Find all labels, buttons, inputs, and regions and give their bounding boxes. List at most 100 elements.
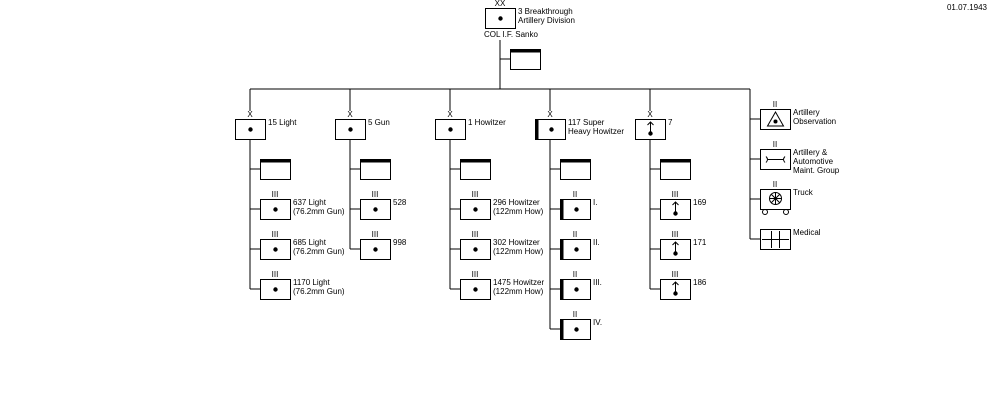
heavy-bar-icon <box>560 239 564 260</box>
unit-symbol <box>260 239 291 260</box>
artillery-dot-icon <box>574 287 579 292</box>
unit-symbol <box>335 119 366 140</box>
hq-box-bar <box>660 159 691 163</box>
hq-box-bar <box>360 159 391 163</box>
brigade-name: 117 Super <box>568 118 605 127</box>
support-unit-label: Truck <box>793 188 813 197</box>
hq-box-bar <box>260 159 291 163</box>
division-name: Artillery Division <box>518 16 575 25</box>
unit-size-marker: XX <box>494 0 506 8</box>
regiment-label: 685 Light <box>293 238 326 247</box>
unit-symbol <box>660 239 691 260</box>
rocket-arrow-icon <box>672 201 679 206</box>
artillery-dot-icon <box>373 247 378 252</box>
support-unit-label: Observation <box>793 117 837 126</box>
regiment-label: 171 <box>693 238 707 247</box>
heavy-bar-icon <box>560 199 564 220</box>
unit-size-marker: II <box>772 180 778 189</box>
regiment-label: 637 Light <box>293 198 326 207</box>
regiment-label: 302 Howitzer <box>493 238 540 247</box>
regiment-label: 296 Howitzer <box>493 198 540 207</box>
heavy-bar-icon <box>535 119 539 140</box>
unit-size-marker: X <box>647 110 653 119</box>
unit-symbol <box>360 199 391 220</box>
unit-size-marker: III <box>671 270 679 279</box>
unit-symbol <box>760 149 791 170</box>
unit-size-marker: III <box>271 270 279 279</box>
heavy-bar-icon <box>560 319 564 340</box>
unit-size-marker: X <box>247 110 253 119</box>
artillery-dot-icon <box>473 247 478 252</box>
unit-symbol <box>460 239 491 260</box>
support-unit-label: Artillery & <box>793 148 828 157</box>
unit-symbol <box>560 199 591 220</box>
unit-symbol <box>760 109 791 130</box>
unit-size-marker: II <box>572 190 578 199</box>
regiment-label: II. <box>593 238 600 247</box>
artillery-dot-icon <box>273 247 278 252</box>
regiment-label: III. <box>593 278 602 287</box>
observation-triangle-icon <box>766 110 785 127</box>
regiment-label: 998 <box>393 238 407 247</box>
regiment-label: (122mm How) <box>493 247 544 256</box>
regiment-label: 528 <box>393 198 407 207</box>
support-unit-label: Maint. Group <box>793 166 840 175</box>
unit-size-marker: II <box>572 310 578 319</box>
artillery-dot-icon <box>574 207 579 212</box>
regiment-label: IV. <box>593 318 603 327</box>
artillery-dot-icon <box>248 127 253 132</box>
artillery-dot-icon <box>273 207 278 212</box>
regiment-label: I. <box>593 198 598 207</box>
unit-size-marker: II <box>772 140 778 149</box>
division-name: 3 Breakthrough <box>518 7 573 16</box>
hq-box-bar <box>560 159 591 163</box>
artillery-dot-icon <box>273 287 278 292</box>
unit-size-marker: III <box>471 190 479 199</box>
regiment-label: 1170 Light <box>293 278 330 287</box>
unit-size-marker: III <box>271 230 279 239</box>
regiment-label: (122mm How) <box>493 287 544 296</box>
unit-size-marker: III <box>271 190 279 199</box>
artillery-dot-icon <box>773 119 778 124</box>
artillery-dot-icon <box>448 127 453 132</box>
unit-symbol <box>260 279 291 300</box>
artillery-dot-icon <box>473 207 478 212</box>
unit-size-marker: II <box>572 270 578 279</box>
unit-symbol <box>260 199 291 220</box>
unit-symbol <box>435 119 466 140</box>
artillery-dot-icon <box>373 207 378 212</box>
rocket-arrow-icon <box>647 121 654 126</box>
unit-symbol <box>560 319 591 340</box>
unit-symbol <box>760 189 791 215</box>
regiment-label: (76.2mm Gun) <box>293 287 345 296</box>
unit-symbol <box>660 199 691 220</box>
brigade-name: 15 Light <box>268 118 297 127</box>
artillery-dot-icon <box>549 127 554 132</box>
unit-symbol <box>360 239 391 260</box>
unit-symbol <box>535 119 566 140</box>
division-commander: COL I.F. Sanko <box>484 30 538 39</box>
regiment-label: (76.2mm Gun) <box>293 247 345 256</box>
brigade-name: 7 <box>668 118 673 127</box>
brigade-name: Heavy Howitzer <box>568 127 625 136</box>
unit-size-marker: X <box>447 110 453 119</box>
rocket-arrow-icon <box>672 241 679 246</box>
artillery-dot-icon <box>574 247 579 252</box>
regiment-label: 169 <box>693 198 707 207</box>
date-label: 01.07.1943 <box>946 3 987 12</box>
brigade-name: 1 Howitzer <box>468 118 506 127</box>
wheel-icon <box>783 209 789 215</box>
unit-size-marker: III <box>671 190 679 199</box>
unit-symbol <box>235 119 266 140</box>
rocket-arrow-icon <box>672 281 679 286</box>
hq-box-bar <box>460 159 491 163</box>
heavy-bar-icon <box>560 279 564 300</box>
unit-size-marker: X <box>347 110 353 119</box>
unit-size-marker: III <box>471 230 479 239</box>
unit-symbol <box>760 229 791 250</box>
artillery-dot-icon <box>498 16 503 21</box>
artillery-dot-icon <box>348 127 353 132</box>
unit-size-marker: III <box>671 230 679 239</box>
artillery-dot-icon <box>574 327 579 332</box>
